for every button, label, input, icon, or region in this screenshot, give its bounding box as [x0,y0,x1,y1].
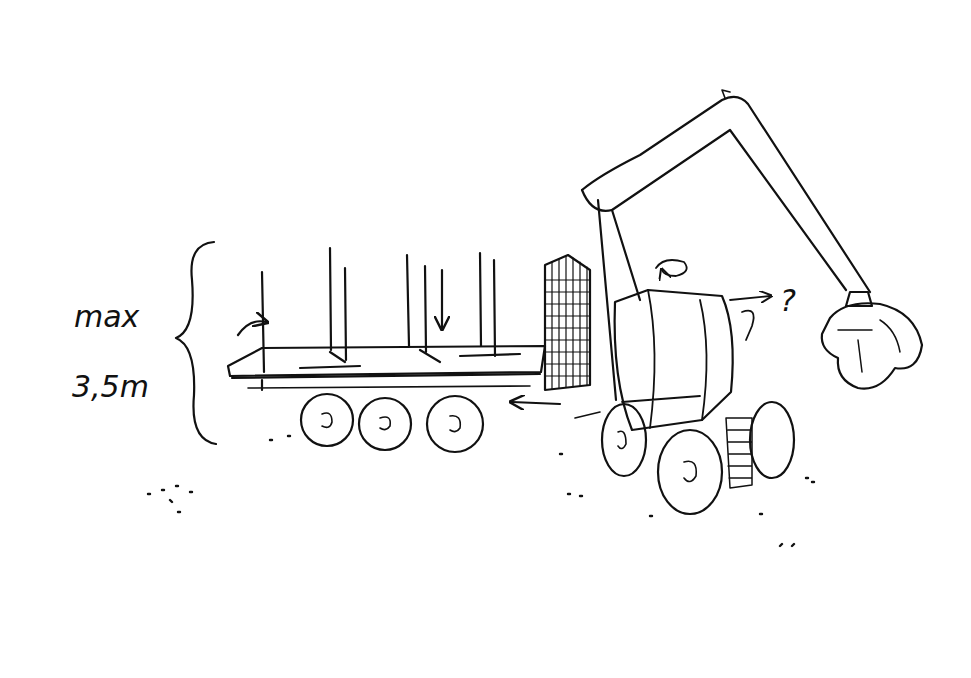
dimension-value: 3,5m [72,372,149,402]
wheel-hub [618,431,696,481]
tractor-wheel [750,402,794,478]
tractor-wheel [658,430,722,514]
trailer-wheel [301,394,353,446]
question-mark: ? [780,286,796,316]
trailer-frame [232,350,540,390]
headboard [545,255,590,390]
trailer-wheel [427,396,483,452]
coupling-arrow [512,402,560,404]
load-arrow [238,321,266,335]
trailer-stakes [262,248,495,372]
hitch [575,412,600,418]
crane-boom [612,130,846,290]
tilt-arrow [742,311,754,340]
grapple-detail [838,320,900,372]
cab-body [615,290,733,430]
down-arrow [441,270,443,328]
tractor-wheel [602,404,646,476]
ground-marks [148,436,814,546]
trailer-bed [228,346,545,376]
step-ladder [726,418,752,488]
trailer-wheel [359,398,411,450]
wheel-hub [322,413,460,432]
trailer-chassis [248,386,530,388]
rotation-arrow [656,260,687,276]
height-brace [176,242,216,444]
dimension-text: max [74,302,139,332]
crane-boom [582,97,870,292]
headboard-grid [545,256,590,389]
crane-joint [722,90,730,98]
grapple [822,303,922,388]
extend-arrow [730,296,770,300]
